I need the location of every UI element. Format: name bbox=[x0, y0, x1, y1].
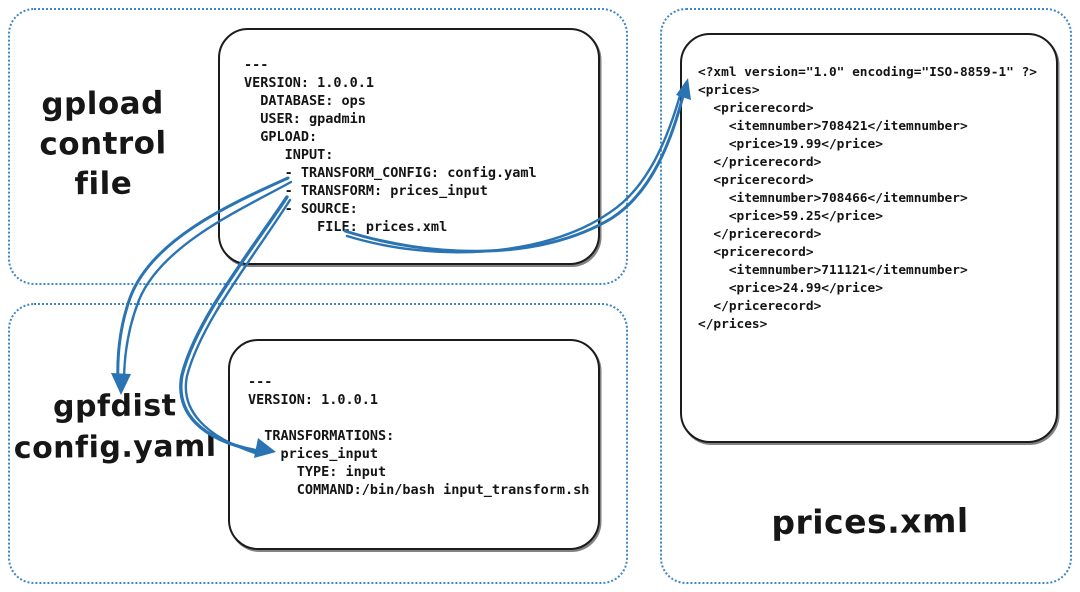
config-yaml-code: --- VERSION: 1.0.0.1 TRANSFORMATIONS: pr… bbox=[248, 374, 590, 498]
gpload-control-file-box: --- VERSION: 1.0.0.1 DATABASE: ops USER:… bbox=[218, 28, 600, 265]
prices-xml-label: prices.xml bbox=[771, 500, 969, 543]
gpfdist-config-yaml-label: gpfdist config.yaml bbox=[0, 385, 230, 469]
gpload-control-file-code: --- VERSION: 1.0.0.1 DATABASE: ops USER:… bbox=[244, 57, 537, 235]
config-yaml-box: --- VERSION: 1.0.0.1 TRANSFORMATIONS: pr… bbox=[228, 339, 600, 550]
gpload-label-line2: control bbox=[39, 125, 167, 163]
config-label-line1: gpfdist bbox=[52, 388, 177, 425]
config-yaml-dashed-region bbox=[8, 303, 628, 584]
config-label-line2: config.yaml bbox=[13, 428, 217, 467]
gpload-control-file-label: gpload control file bbox=[0, 83, 207, 205]
gpload-label-line1: gpload bbox=[41, 85, 164, 123]
prices-xml-box: <?xml version="1.0" encoding="ISO-8859-1… bbox=[680, 33, 1058, 443]
gpload-label-line3: file bbox=[74, 165, 133, 203]
prices-xml-dashed-region bbox=[660, 8, 1072, 584]
prices-xml-code: <?xml version="1.0" encoding="ISO-8859-1… bbox=[698, 65, 1037, 332]
